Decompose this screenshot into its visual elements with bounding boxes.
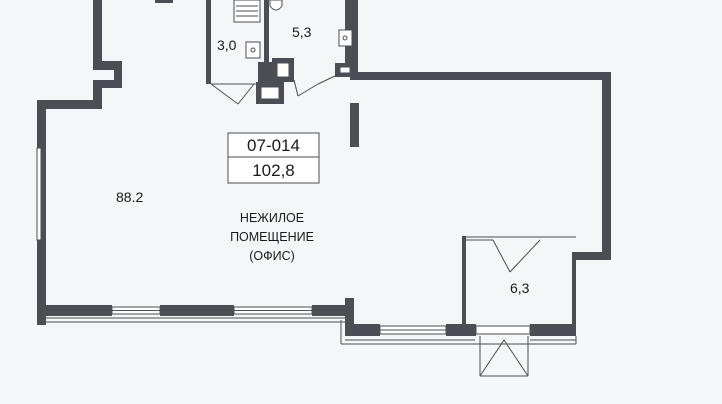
bath-wall-middle	[264, 0, 269, 64]
wall-bottom-step-vert	[345, 298, 354, 336]
wall-right-bottom	[572, 252, 611, 260]
area-bathroom-right: 5,3	[292, 24, 312, 40]
exit-door-swing	[479, 339, 529, 377]
wall-annex-right	[572, 252, 576, 336]
bath-door-right-jamb	[293, 79, 299, 97]
annex-door-leaf	[492, 239, 511, 273]
area-bathroom-left: 3,0	[217, 37, 237, 53]
wall-left-step	[93, 80, 102, 106]
exit-door-frame	[475, 325, 531, 335]
bath-core-1	[258, 62, 273, 84]
unit-number: 07-014	[247, 136, 300, 155]
wall-column-left-bottom	[93, 80, 122, 88]
wall-bottom-3	[312, 305, 352, 316]
wall-bottom-5	[530, 324, 574, 336]
toilet	[269, 0, 283, 11]
bath-core-2-inner	[276, 62, 290, 78]
wall-annex-left	[462, 236, 466, 336]
wall-partition-stub	[350, 103, 359, 147]
bath-door-left-leaf	[210, 83, 239, 105]
wall-top-right-stub	[350, 0, 358, 80]
area-main-room: 88.2	[116, 189, 143, 205]
sink-left-drain	[250, 47, 256, 53]
windows	[36, 147, 577, 345]
bath-door-right-leaf-2	[317, 75, 336, 85]
unit-number-box	[227, 132, 320, 158]
sink-right	[338, 29, 353, 47]
sink-right-drain	[342, 35, 348, 41]
exit-door	[475, 325, 531, 377]
wall-bottom-1	[37, 305, 112, 316]
bath-core-4-inner	[339, 66, 351, 74]
annex-door-leaf-2	[509, 239, 541, 273]
wall-column-left	[93, 61, 122, 70]
bath-door-right-leaf	[297, 83, 319, 97]
wall-left-step-horizontal	[37, 100, 102, 109]
area-annex: 6,3	[510, 280, 530, 296]
wall-top-right	[350, 72, 611, 80]
wall-column-left-side	[114, 61, 122, 88]
unit-area-box	[227, 156, 320, 184]
wall-bottom-2	[160, 305, 234, 316]
wall-left-upper	[93, 0, 102, 68]
wall-bottom-step-horz	[345, 324, 380, 336]
unit-total-area: 102,8	[252, 161, 295, 180]
room-type-line-2: ПОМЕЩЕНИЕ	[230, 230, 314, 244]
bath-door-left-leaf-2	[237, 83, 255, 105]
wall-right-exterior	[602, 72, 611, 260]
wall-bottom-4	[446, 324, 476, 336]
annex-door	[466, 239, 541, 273]
window-left	[36, 147, 42, 241]
bath-core-3-inner	[260, 86, 280, 100]
bath-wall-left	[206, 0, 211, 84]
top-mark	[155, 0, 173, 3]
room-type-line-1: НЕЖИЛОЕ	[240, 211, 304, 225]
sink-left	[245, 41, 261, 59]
bathroom-block	[206, 0, 355, 105]
room-type-line-3: (ОФИС)	[249, 249, 295, 263]
